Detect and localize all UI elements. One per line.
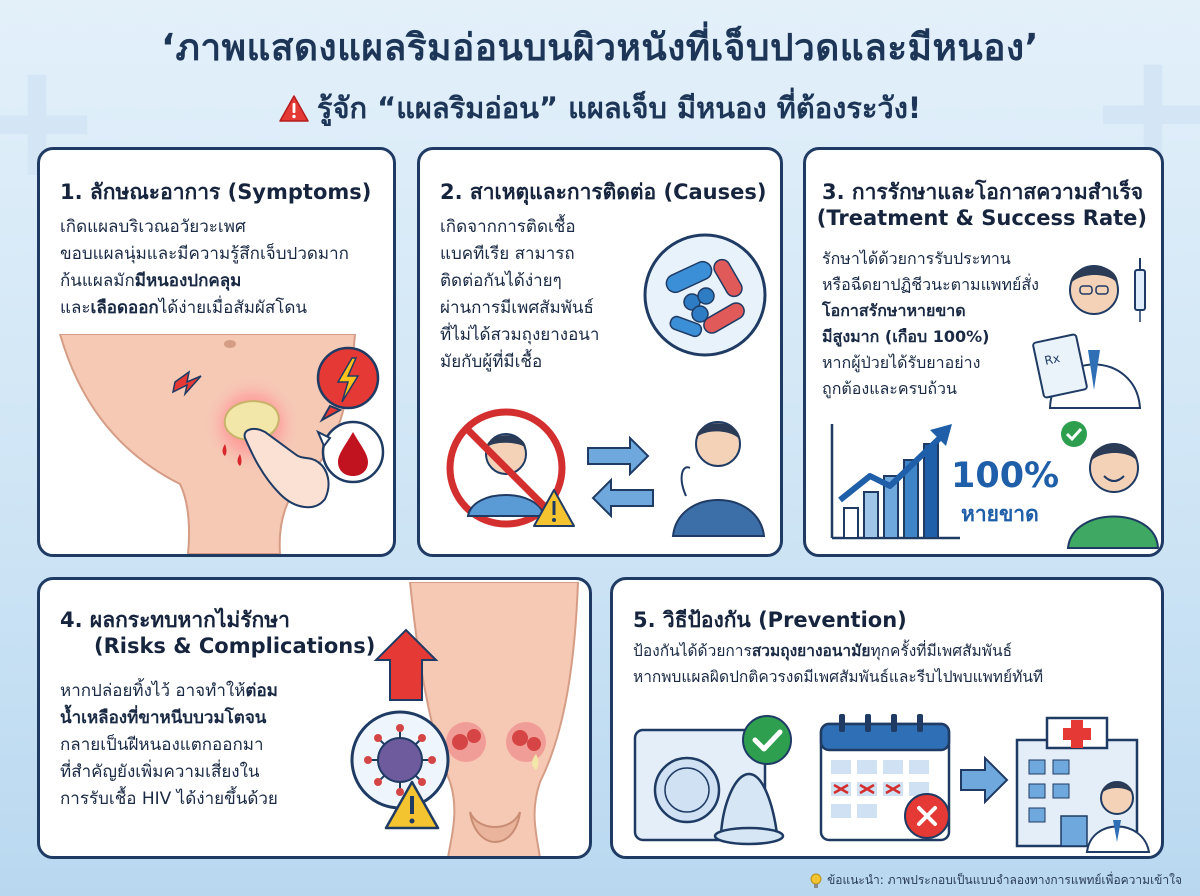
symptoms-line-4c: ได้ง่ายเมื่อสัมผัสโดน — [158, 298, 308, 318]
card-prevention: 5. วิธีป้องกัน (Prevention) ป้องกันได้ด้… — [610, 577, 1164, 859]
causes-line-2: แบคทีเรีย สามารถ — [440, 244, 575, 264]
happy-patient-icon — [1061, 421, 1160, 549]
warning-icon — [384, 780, 440, 830]
risks-line-2: น้ำเหลืองที่ขาหนีบบวมโตจน — [60, 708, 267, 728]
header: ‘ภาพแสดงแผลริมอ่อนบนผิวหนังที่เจ็บปวดและ… — [0, 18, 1200, 131]
card-risks-title-1: 4. ผลกระทบหากไม่รักษา — [60, 608, 290, 632]
card-treatment-title-1: 3. การรักษาและโอกาสความสำเร็จ — [822, 180, 1144, 204]
virus-icon — [350, 710, 450, 810]
calendar-icon — [819, 714, 951, 842]
success-cured-label: หายขาด — [961, 502, 1039, 526]
symptoms-line-3a: ก้นแผลมัก — [60, 271, 135, 291]
treatment-line-3: โอกาสรักษาหายขาด — [822, 301, 966, 320]
condom-icon — [633, 728, 785, 846]
card-causes-text: เกิดจากการติดเชื้อ แบคทีเรีย สามารถ ติดต… — [440, 214, 599, 376]
symptoms-line-4b: เลือดออก — [90, 298, 159, 318]
lightbulb-icon — [810, 873, 822, 888]
bacteria-icon — [643, 233, 767, 357]
up-arrow-icon — [373, 628, 439, 701]
blood-drop-icon — [316, 420, 385, 484]
swollen-node-left — [446, 722, 486, 762]
card-symptoms-title: 1. ลักษณะอาการ (Symptoms) — [60, 180, 372, 204]
exchange-arrows-icon — [587, 435, 654, 519]
success-percent: 100% — [951, 456, 1060, 496]
risks-line-4: ที่สำคัญยังเพิ่มความเสี่ยงใน — [60, 762, 260, 782]
risks-illustration — [350, 582, 580, 856]
prevention-line-1c: ทุกครั้งที่มีเพศสัมพันธ์ — [870, 642, 1013, 660]
check-icon — [1061, 421, 1087, 447]
page-subtitle: รู้จัก “แผลริมอ่อน” แผลเจ็บ มีหนอง ที่ต้… — [0, 85, 1200, 131]
transmission-illustration — [446, 408, 766, 537]
treatment-line-6: ถูกต้องและครบถ้วน — [822, 379, 957, 398]
card-treatment-title-2: (Treatment & Success Rate) — [816, 206, 1147, 230]
no-person-icon — [446, 408, 566, 528]
card-causes: 2. สาเหตุและการติดต่อ (Causes) เกิดจากกา… — [417, 147, 783, 557]
warning-icon — [533, 489, 575, 527]
prevention-line-2: หากพบแผลผิดปกติควรงดมีเพศสัมพันธ์และรีบไ… — [633, 668, 1044, 686]
causes-line-1: เกิดจากการติดเชื้อ — [440, 217, 576, 237]
symptoms-line-3: ก้นแผลมักมีหนองปกคลุม — [60, 268, 349, 295]
lightning-icon — [171, 370, 202, 397]
card-prevention-title: 5. วิธีป้องกัน (Prevention) — [633, 608, 907, 632]
navel — [224, 340, 236, 348]
symptoms-line-3b: มีหนองปกคลุม — [134, 271, 242, 291]
rx-label: Rx — [1043, 351, 1061, 368]
card-symptoms-text: เกิดแผลบริเวณอวัยวะเพศ ขอบแผลนุ่มและมีคว… — [60, 214, 349, 322]
card-treatment: 3. การรักษาและโอกาสความสำเร็จ (Treatment… — [803, 147, 1164, 557]
prevention-line-1a: ป้องกันได้ด้วยการ — [633, 642, 752, 660]
symptoms-illustration — [58, 334, 385, 554]
symptoms-line-4: และเลือดออกได้ง่ายเมื่อสัมผัสโดน — [60, 295, 349, 322]
card-treatment-text: รักษาได้ด้วยการรับประทาน หรือฉีดยาปฏิชีว… — [822, 246, 1039, 402]
prevention-illustration — [633, 714, 1151, 853]
causes-line-3: ติดต่อกันได้ง่ายๆ — [440, 271, 562, 291]
person-back-icon — [671, 421, 766, 537]
skin-torso — [58, 334, 357, 554]
card-causes-title: 2. สาเหตุและการติดต่อ (Causes) — [440, 180, 767, 204]
subtitle-text: รู้จัก “แผลริมอ่อน” แผลเจ็บ มีหนอง ที่ต้… — [316, 91, 922, 125]
risks-line-3: กลายเป็นฝีหนองแตกออกมา — [60, 735, 264, 755]
risks-line-5: การรับเชื้อ HIV ได้ง่ายขึ้นด้วย — [60, 789, 278, 809]
card-risks-text: หากปล่อยทิ้งไว้ อาจทำให้ต่อม น้ำเหลืองที… — [60, 678, 278, 813]
syringe-icon — [1134, 258, 1146, 322]
prevention-line-1b: สวมถุงยางอนามัย — [751, 642, 871, 660]
card-prevention-text: ป้องกันได้ด้วยการสวมถุงยางอนามัยทุกครั้ง… — [633, 638, 1043, 690]
doctor-icon: Rx — [1032, 258, 1146, 409]
card-symptoms: 1. ลักษณะอาการ (Symptoms) เกิดแผลบริเวณอ… — [37, 147, 396, 557]
card-risks: 4. ผลกระทบหากไม่รักษา (Risks & Complicat… — [37, 577, 592, 859]
risks-line-1b: ต่อม — [245, 681, 278, 701]
page-title: ‘ภาพแสดงแผลริมอ่อนบนผิวหนังที่เจ็บปวดและ… — [160, 26, 1040, 69]
skin-groin — [408, 582, 580, 856]
causes-line-4: ผ่านการมีเพศสัมพันธ์ — [440, 298, 594, 318]
doctor-small-icon — [1085, 781, 1151, 853]
pain-bubble-icon — [316, 346, 380, 423]
symptoms-line-1: เกิดแผลบริเวณอวัยวะเพศ — [60, 217, 246, 237]
symptoms-line-4a: และ — [60, 298, 91, 318]
symptoms-line-2: ขอบแผลนุ่มและมีความรู้สึกเจ็บปวดมาก — [60, 244, 349, 264]
prevention-line-1: ป้องกันได้ด้วยการสวมถุงยางอนามัยทุกครั้ง… — [633, 638, 1043, 664]
treatment-line-5: หากผู้ป่วยได้รับยาอย่าง — [822, 353, 981, 372]
check-icon — [742, 715, 792, 765]
arrow-right-icon — [960, 755, 1009, 805]
finger-hand — [243, 427, 330, 509]
blood-drips — [222, 442, 258, 466]
risks-line-1a: หากปล่อยทิ้งไว้ อาจทำให้ — [60, 681, 246, 701]
treatment-line-2: หรือฉีดยาปฏิชีวนะตามแพทย์สั่ง — [822, 275, 1039, 294]
treatment-line-4: มีสูงมาก (เกือบ 100%) — [822, 327, 990, 346]
sore-pus — [223, 400, 280, 441]
risks-line-1: หากปล่อยทิ้งไว้ อาจทำให้ต่อม — [60, 678, 278, 705]
causes-line-5: ที่ไม่ได้สวมถุงยางอนา — [440, 325, 600, 345]
swollen-node-right — [506, 722, 546, 770]
footnote: ข้อแนะนำ: ภาพประกอบเป็นแบบจำลองทางการแพท… — [809, 871, 1182, 890]
causes-line-6: มัยกับผู้ที่มีเชื้อ — [440, 352, 543, 372]
footnote-text: ข้อแนะนำ: ภาพประกอบเป็นแบบจำลองทางการแพท… — [827, 873, 1182, 887]
warning-icon — [279, 94, 309, 122]
card-risks-title-2: (Risks & Complications) — [94, 634, 376, 658]
treatment-line-1: รักษาได้ด้วยการรับประทาน — [822, 249, 1011, 268]
growth-chart-icon — [830, 424, 960, 540]
